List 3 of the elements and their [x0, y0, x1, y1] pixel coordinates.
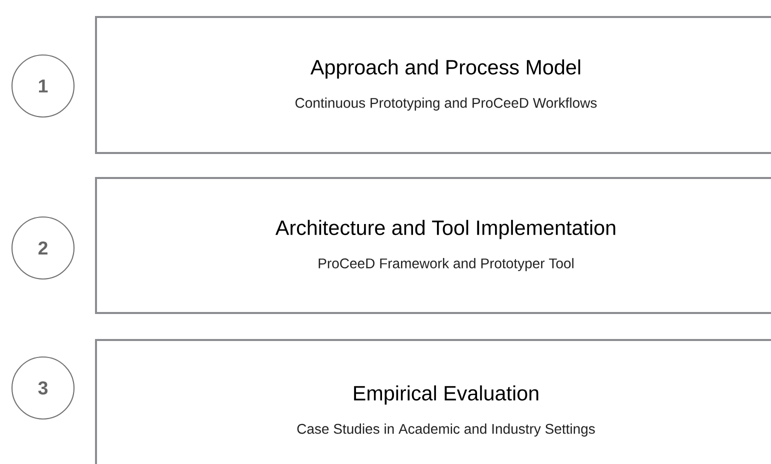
- section-box: Architecture and Tool Implementation ProCeeD Framework and Prototyper Tool: [95, 177, 771, 314]
- section-box: Empirical Evaluation Case Studies in Academic and Industry Settings: [95, 339, 771, 464]
- section-box: Approach and Process Model Continuous Prototyping and ProCeeD Workflows: [95, 16, 771, 154]
